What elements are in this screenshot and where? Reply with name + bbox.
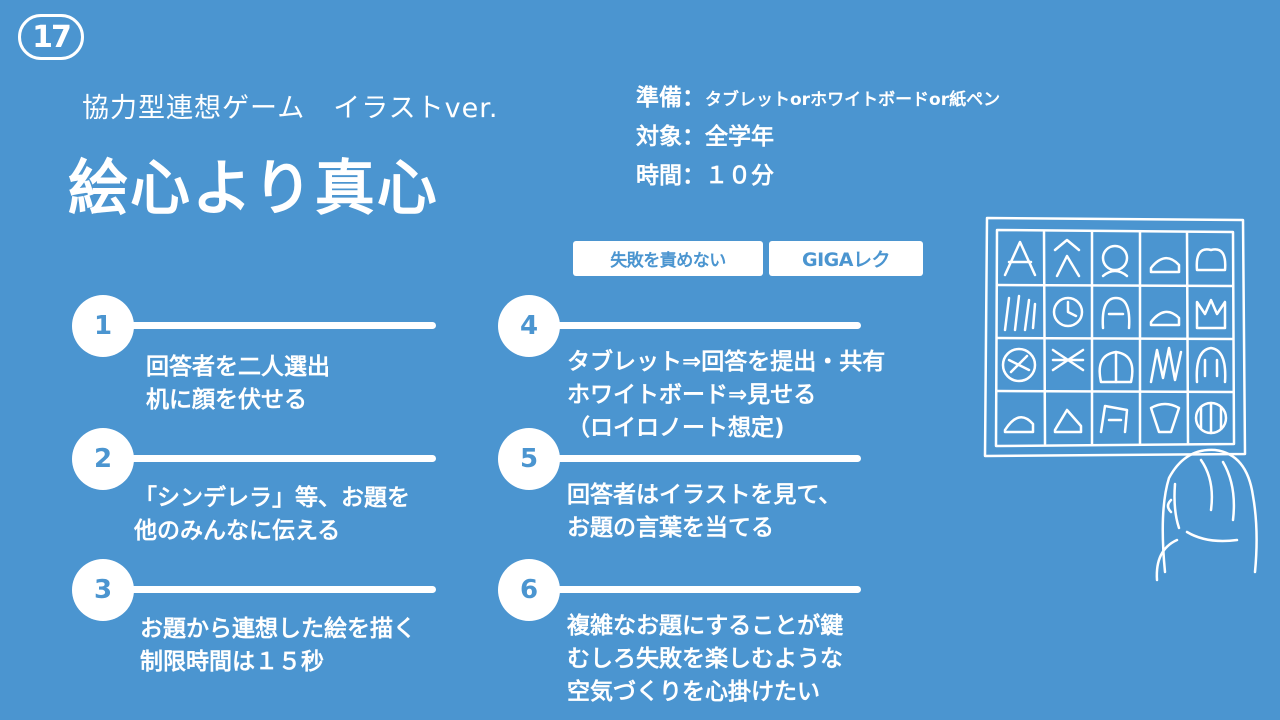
step-6-text: 複雑なお題にすることが鍵 むしろ失敗を楽しむような 空気づくりを心掛けたい (567, 610, 843, 709)
info-prep: 準備：タブレットorホワイトボードor紙ペン (636, 78, 1000, 112)
subtitle: 協力型連想ゲーム イラストver. (82, 93, 499, 124)
step-4-line-3: （ロイロノート想定) (567, 415, 785, 441)
step-3-line (130, 586, 436, 593)
step-2-number: 2 (72, 428, 134, 490)
info-time: 時間：１０分 (636, 156, 774, 190)
info-target: 対象：全学年 (636, 117, 774, 151)
info-target-key: 対象： (636, 124, 705, 150)
step-5-line-1: 回答者はイラストを見て、 (567, 482, 842, 508)
person-viewing-board-of-drawings-icon (983, 216, 1258, 582)
step-1-line-2: 机に顔を伏せる (146, 387, 307, 413)
step-2-text: 「シンデレラ」等、お題を 他のみんなに伝える (134, 482, 410, 548)
step-4-line (555, 322, 861, 329)
step-6-line-2: むしろ失敗を楽しむような (567, 646, 843, 672)
step-1-number: 1 (72, 295, 134, 357)
step-6-line (555, 586, 861, 593)
step-3-number: 3 (72, 559, 134, 621)
step-3-line-1: お題から連想した絵を描く (140, 616, 416, 642)
step-5-number: 5 (498, 428, 560, 490)
info-target-value: 全学年 (705, 124, 774, 150)
step-5-line (555, 455, 861, 462)
step-2-line (130, 455, 436, 462)
step-4-number: 4 (498, 295, 560, 357)
step-4-line-2: ホワイトボード⇒見せる (567, 382, 817, 408)
step-3-line-2: 制限時間は１５秒 (140, 649, 324, 675)
step-6-line-3: 空気づくりを心掛けたい (567, 679, 820, 705)
tag-no-blame: 失敗を責めない (573, 241, 763, 276)
step-6-number: 6 (498, 559, 560, 621)
step-1-line (130, 322, 436, 329)
step-3-text: お題から連想した絵を描く 制限時間は１５秒 (140, 613, 416, 679)
step-4-text: タブレット⇒回答を提出・共有 ホワイトボード⇒見せる （ロイロノート想定) (567, 346, 885, 445)
step-2-line-1: 「シンデレラ」等、お題を (134, 485, 410, 511)
step-2-line-2: 他のみんなに伝える (134, 518, 341, 544)
step-1-line-1: 回答者を二人選出 (146, 354, 330, 380)
step-5-text: 回答者はイラストを見て、 お題の言葉を当てる (567, 479, 841, 545)
slide-number-badge: 17 (18, 14, 84, 60)
step-4-line-1: タブレット⇒回答を提出・共有 (567, 349, 886, 375)
info-prep-key: 準備： (636, 85, 705, 111)
info-time-value: １０分 (705, 163, 774, 189)
step-1-text: 回答者を二人選出 机に顔を伏せる (146, 351, 330, 417)
step-6-line-1: 複雑なお題にすることが鍵 (567, 613, 844, 639)
tag-giga-rec: GIGAレク (769, 241, 923, 276)
info-time-key: 時間： (636, 163, 705, 189)
info-prep-value: タブレットorホワイトボードor紙ペン (705, 90, 1001, 110)
step-5-line-2: お題の言葉を当てる (567, 515, 774, 541)
page-title: 絵心より真心 (68, 154, 439, 224)
